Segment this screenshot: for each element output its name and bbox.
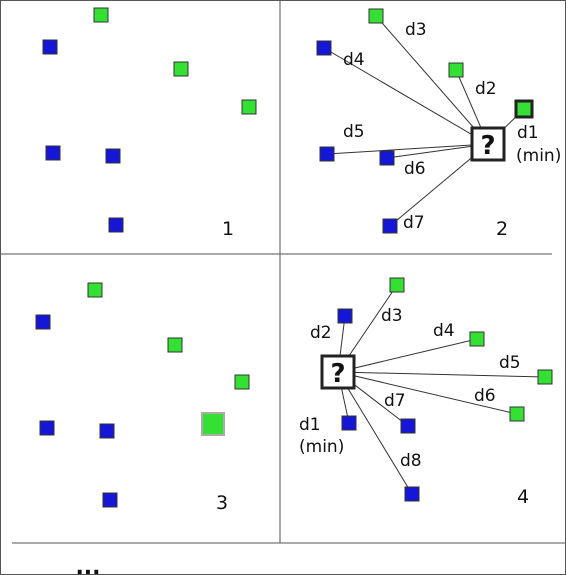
panel-number: 3 (216, 492, 228, 514)
blue-point (45, 145, 61, 161)
panel-number: 1 (222, 218, 234, 240)
distance-label-d2: d2 (475, 79, 497, 99)
blue-point (404, 486, 420, 502)
green-point (234, 374, 250, 390)
blue-point (105, 148, 121, 164)
distance-label-d6: d6 (474, 386, 496, 406)
query-point (320, 354, 356, 390)
distance-line (337, 371, 518, 415)
distance-label-d7: d7 (403, 213, 425, 233)
distance-label-d5: d5 (499, 353, 521, 373)
distance-label-d1: d1 (517, 123, 539, 143)
distance-label-d4: d4 (433, 321, 455, 341)
ellipsis: ... (75, 555, 100, 575)
blue-point (400, 418, 416, 434)
min-note: (min) (516, 146, 561, 166)
distance-label-d2: d2 (310, 323, 332, 343)
data-points (35, 7, 553, 508)
distance-lines (323, 15, 546, 495)
green-point (509, 406, 525, 422)
query-mark: ? (480, 131, 495, 161)
blue-point (337, 308, 353, 324)
distance-label-d5: d5 (343, 122, 365, 142)
green-point (167, 337, 183, 353)
green-point (448, 62, 464, 78)
green-point (87, 282, 103, 298)
blue-point (108, 217, 124, 233)
blue-point (39, 420, 55, 436)
distance-label-d4: d4 (343, 50, 365, 70)
distance-line (375, 15, 489, 145)
min-note: (min) (299, 437, 344, 457)
green-point (469, 331, 485, 347)
distance-line (337, 371, 546, 378)
blue-point (42, 39, 58, 55)
blue-point (382, 218, 398, 234)
panel-number: 4 (517, 486, 529, 508)
classified-query-point (201, 412, 225, 436)
nearest-neighbor-point (514, 99, 534, 119)
panel-4: ? d1 (min) d2 d3 d4 d5 d6 d7 d8 4 (299, 306, 529, 508)
distance-label-d3: d3 (381, 306, 403, 326)
blue-point (35, 314, 51, 330)
blue-point (319, 146, 335, 162)
distance-line (337, 338, 478, 373)
green-point (368, 8, 384, 24)
panel-1: 1 (222, 218, 234, 240)
green-point (389, 277, 405, 293)
blue-point (102, 492, 118, 508)
distance-label-d3: d3 (405, 20, 427, 40)
panel-2: ? d1 (min) d2 d3 d4 d5 d6 d7 2 (343, 20, 561, 240)
panel-3: 3 (216, 492, 228, 514)
query-mark: ? (330, 359, 345, 389)
green-point (537, 369, 553, 385)
distance-label-d7: d7 (384, 391, 406, 411)
green-point (241, 99, 257, 115)
distance-label-d1: d1 (299, 415, 321, 435)
distance-line (323, 47, 489, 145)
blue-point (316, 40, 332, 56)
query-point (470, 126, 506, 162)
distance-label-d6: d6 (404, 159, 426, 179)
green-point (173, 61, 189, 77)
green-point (93, 7, 109, 23)
distance-label-d8: d8 (400, 451, 422, 471)
distance-line (326, 143, 489, 155)
panel-number: 2 (496, 218, 508, 240)
blue-point (99, 423, 115, 439)
blue-point (379, 150, 395, 166)
distance-line (337, 371, 413, 495)
blue-point (341, 415, 357, 431)
